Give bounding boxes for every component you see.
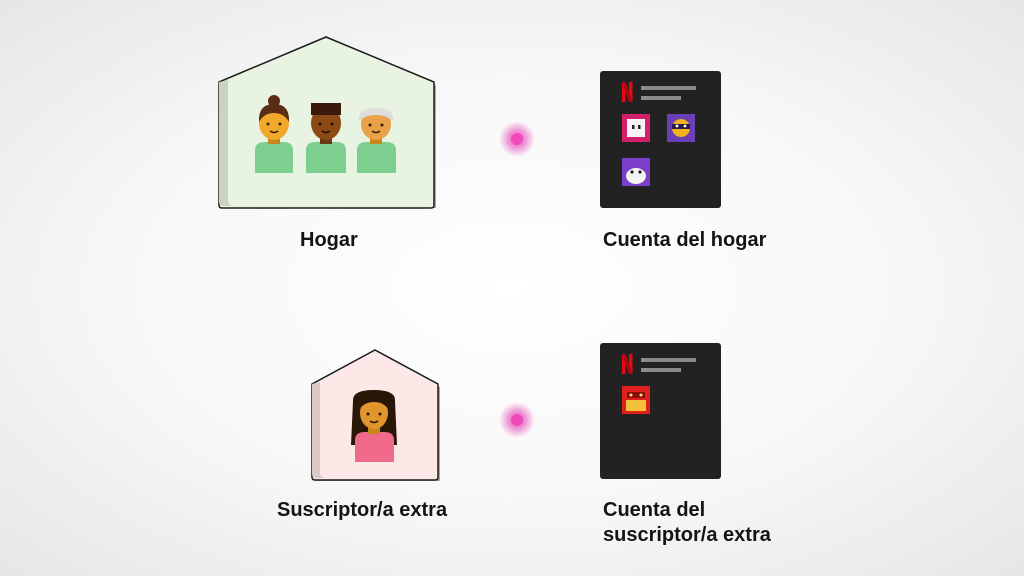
woman-bun-icon bbox=[255, 95, 293, 173]
netflix-logo-icon bbox=[622, 354, 633, 374]
penguin-profile-icon bbox=[622, 158, 650, 186]
extra-member-account-panel bbox=[600, 343, 721, 479]
man-cap-icon bbox=[306, 103, 346, 173]
household-label: Hogar bbox=[300, 229, 358, 251]
extra-member-label: Suscriptor/a extra bbox=[277, 499, 448, 521]
red-robot-profile-icon bbox=[622, 386, 650, 414]
white-box-profile-icon bbox=[622, 114, 650, 142]
extra-member-account-label: Cuenta del suscriptor/a extra bbox=[603, 499, 771, 546]
household-connector bbox=[453, 121, 586, 157]
woman-long-hair-icon bbox=[351, 390, 397, 462]
household-account-label: Cuenta del hogar bbox=[603, 229, 767, 251]
household-account-panel bbox=[600, 71, 721, 208]
extra-member-connector bbox=[453, 402, 586, 438]
grandparent-icon bbox=[357, 108, 396, 173]
netflix-logo-icon bbox=[622, 82, 633, 102]
ninja-profile-icon bbox=[667, 114, 695, 142]
